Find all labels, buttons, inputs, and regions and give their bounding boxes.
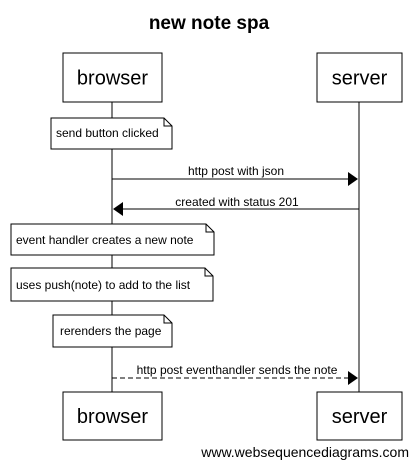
message-label: http post with json [188, 164, 284, 178]
message-created-201: created with status 201 [113, 195, 359, 216]
actor-browser-top-label: browser [77, 68, 148, 90]
message-http-post-json: http post with json [112, 164, 358, 186]
note-rerenders: rerenders the page [52, 314, 173, 348]
note-label: uses push(note) to add to the list [16, 278, 191, 292]
message-label: http post eventhandler sends the note [137, 363, 338, 377]
arrowhead-left-icon [113, 202, 123, 216]
actor-server-top: server [316, 52, 403, 103]
note-event-handler: event handler creates a new note [10, 223, 215, 256]
arrowhead-right-icon [348, 172, 358, 186]
actor-server-top-label: server [332, 68, 388, 90]
message-http-post-eventhandler: http post eventhandler sends the note [112, 363, 358, 385]
note-push-note: uses push(note) to add to the list [10, 267, 214, 302]
actor-browser-bottom: browser [62, 391, 163, 441]
note-label: send button clicked [56, 126, 159, 140]
actor-browser-bottom-label: browser [77, 406, 148, 428]
message-label: created with status 201 [175, 195, 299, 209]
diagram-title: new note spa [149, 13, 270, 34]
note-send-button-clicked: send button clicked [50, 117, 173, 150]
note-label: rerenders the page [60, 324, 162, 338]
actor-server-bottom: server [316, 391, 403, 441]
actor-server-bottom-label: server [332, 406, 388, 428]
arrowhead-right-icon [348, 371, 358, 385]
note-label: event handler creates a new note [16, 233, 194, 247]
actor-browser-top: browser [62, 52, 163, 103]
credit-link[interactable]: www.websequencediagrams.com [200, 444, 409, 460]
